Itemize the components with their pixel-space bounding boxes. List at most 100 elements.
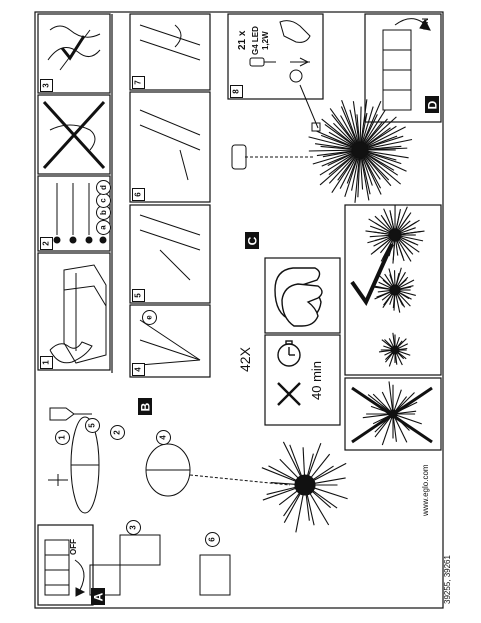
sphere-core [351,141,369,159]
sphere-rod [283,493,301,523]
sphere-rod [395,267,402,286]
section-c-badge: C [245,232,259,249]
sphere-rod [383,345,392,350]
glove-small-illustration [279,20,311,43]
sphere-rod [400,230,422,235]
sphere-rod [319,153,354,176]
tick-mark [60,35,86,61]
sheet-frame [34,11,444,609]
sphere-rod [392,332,396,347]
hands-illustration [47,25,101,71]
sphere-rod [331,156,357,193]
callout-c: c [96,193,111,208]
sphere-rod [380,239,392,254]
time-box [264,334,341,426]
sphere-good-large [365,205,425,264]
step-number-4: 4 [132,363,145,376]
sphere-rod [399,220,411,232]
sphere-rod [367,151,402,165]
sphere-rod [398,343,409,349]
step-panel-8 [227,13,324,100]
sphere-rod [364,156,381,180]
sphere-rod [392,294,396,309]
lamp-type: G4 LED [251,26,260,55]
sphere-good-medium [371,267,416,313]
sphere-rod [397,338,407,348]
sphere-rod [397,352,405,360]
sphere-rod [396,240,404,258]
assembly-time: 40 min [309,360,324,400]
sphere-rod [374,215,391,232]
sphere-rod [397,340,403,348]
ceiling-canopy-c [231,144,247,170]
sphere-rod [395,240,399,256]
sphere-rod [368,218,391,233]
step-number-2: 2 [40,237,53,250]
sphere-rod [327,152,354,167]
gloves-box [264,257,341,334]
sphere-rod [278,490,298,506]
sphere-rod [270,482,296,485]
sphere-rod [381,417,393,446]
sphere-rod [366,153,395,171]
bad-shape-box [344,377,442,451]
sphere-rod [321,118,355,146]
sphere-rod [372,393,391,412]
sphere-rod [312,490,338,509]
sphere-rod [341,100,358,143]
sphere-rod [378,281,391,289]
terminal-block-a [44,539,86,597]
sphere-rod [282,441,302,477]
sphere-core [294,474,316,496]
sphere-rod [388,353,395,367]
sphere-rod [356,114,360,143]
sphere-rod [395,212,401,230]
sphere-rod [362,157,373,186]
sphere-rod [397,239,412,262]
box-illustration [63,264,107,364]
sphere-rod [364,121,383,145]
detail-marker [311,122,321,132]
sphere-lamp-c [308,99,413,203]
sphere-rod [395,294,401,313]
sphere-rod [268,465,297,481]
sphere-lamp-b [261,441,348,533]
sphere-core [390,345,400,355]
sphere-core [389,284,401,296]
sphere-rod [383,293,393,306]
section-b-badge: B [138,398,152,415]
sphere-rod [319,154,355,186]
sphere-rod [279,458,299,479]
sphere-rod [385,352,393,360]
on-label: ON [421,18,430,30]
sphere-rod [398,350,411,356]
step-panel-1 [37,252,111,371]
detail-leader [299,84,319,129]
sphere-rod [388,381,394,411]
step-panel-3 [37,94,111,175]
sphere-rod [373,237,390,247]
sphere-rod [359,106,362,143]
sphere-rod [365,154,402,185]
lamp-count: 21 x [237,30,248,50]
sphere-rod [312,151,353,165]
sphere-rod [381,292,392,301]
sphere-rod [367,145,402,150]
sphere-rod [369,234,390,238]
sphere-rod [382,217,392,231]
sphere-rod [398,293,411,307]
tools-icon [277,382,301,406]
sphere-rod [399,279,415,289]
sphere-core [388,228,402,242]
sphere-rod [328,155,355,184]
step-number-5: 5 [132,289,145,302]
pieces-count: 42X [237,347,253,372]
sphere-rod [392,417,397,442]
sphere-rod [262,487,296,501]
step-panel-3b [37,13,111,94]
sphere-rod [324,124,354,146]
sphere-rod [399,238,420,253]
sphere-rod [266,486,296,495]
sphere-rod [367,150,409,159]
sphere-rod [367,151,397,161]
